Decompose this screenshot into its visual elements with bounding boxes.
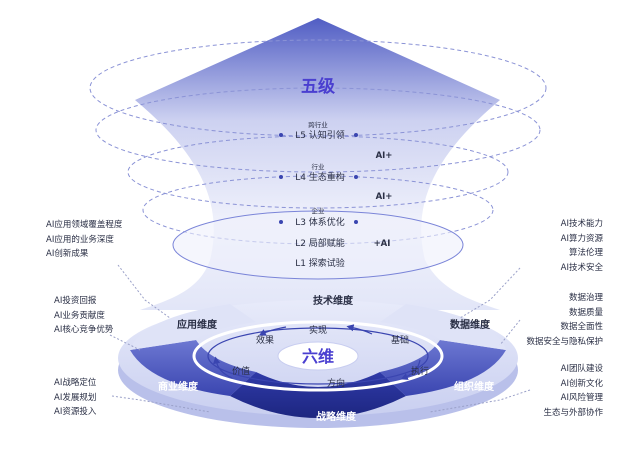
center-six-dimensions: 六维 [302, 347, 334, 366]
note-item: 生态与外部协作 [543, 407, 603, 418]
cycle-arrow [213, 356, 233, 379]
level-5-dot-left [279, 133, 283, 137]
level-3-dot-left [279, 220, 283, 224]
leader-line [499, 319, 521, 346]
level-4-dot-left [279, 175, 283, 179]
cycle-effect: 效果 [256, 334, 274, 346]
notes-data: 数据治理 数据质量 数据全面性 数据安全与隐私保护 [526, 291, 603, 349]
notes-biz: AI投资回报 AI业务贡献度 AI核心竞争优势 [54, 294, 113, 338]
ai-plus-2: AI+ [376, 192, 393, 202]
dimension-strategy: 战略维度 [316, 410, 357, 423]
level-ring-base [172, 210, 464, 280]
note-item: AI业务贡献度 [54, 310, 105, 321]
level-5-dot-right [354, 133, 358, 137]
level-3-label: L3 体系优化 [295, 216, 345, 228]
note-item: AI风险管理 [560, 393, 603, 403]
level-4-label: L4 生态重构 [295, 171, 345, 183]
leader-line [109, 334, 141, 351]
note-item: AI应用领域覆盖程度 [46, 220, 123, 230]
note-item: 数据质量 [568, 307, 603, 318]
notes-org: AI团队建设 AI创新文化 AI风险管理 生态与外部协作 [543, 362, 603, 420]
segment-strategy [230, 372, 406, 418]
level-5-tag: 跨行业 [308, 120, 328, 129]
note-item: AI发展规划 [54, 392, 97, 403]
segment-app [130, 304, 256, 350]
note-item: AI算力资源 [560, 233, 603, 244]
note-item: AI技术安全 [560, 262, 603, 273]
title-five-levels: 五级 [301, 76, 335, 97]
segment-org [380, 340, 506, 396]
note-item: 算法伦理 [568, 248, 603, 258]
note-item: 数据安全与隐私保护 [526, 336, 603, 347]
note-item: AI创新成果 [46, 249, 89, 259]
note-item: 数据治理 [568, 293, 603, 303]
cycle-foundation: 基础 [391, 334, 409, 346]
cycle-arrow [258, 326, 287, 336]
cycle-realize: 实现 [309, 324, 327, 336]
note-item: 数据全面性 [560, 322, 603, 332]
level-4-tag: 行业 [312, 162, 326, 171]
note-item: AI资源投入 [54, 407, 97, 417]
ai-plus-1: AI+ [376, 151, 393, 161]
note-item: AI战略定位 [54, 378, 97, 388]
level-1-label: L1 探索试验 [295, 257, 345, 269]
level-ring-2 [95, 87, 541, 173]
cycle-arrow [400, 359, 421, 380]
level-ring-3 [127, 135, 509, 209]
leader-line [111, 395, 211, 413]
level-3-tag: 企业 [312, 206, 326, 215]
note-item: AI投资回报 [54, 296, 97, 306]
dimension-data: 数据维度 [450, 318, 491, 331]
note-item: AI创新文化 [560, 378, 603, 389]
level-4-dot-right [354, 175, 358, 179]
cycle-execute: 执行 [411, 365, 429, 377]
note-item: AI技术能力 [560, 219, 603, 229]
cycle-arrow [346, 324, 373, 335]
dimension-org: 组织维度 [454, 380, 495, 393]
ai-plus-3: +AI [374, 239, 391, 249]
level-3-dot-right [354, 220, 358, 224]
dimension-app: 应用维度 [177, 318, 218, 331]
cycle-direction: 方向 [327, 377, 345, 389]
cycle-value: 价值 [232, 365, 250, 377]
dimension-biz: 商业维度 [158, 380, 199, 393]
note-item: AI核心竞争优势 [54, 325, 114, 335]
notes-tech: AI技术能力 AI算力资源 算法伦理 AI技术安全 [561, 217, 603, 275]
dimension-tech: 技术维度 [313, 294, 354, 307]
center-oval [277, 341, 359, 371]
segment-data [380, 304, 506, 350]
leader-line [459, 267, 521, 319]
inner-ring-arrows [207, 327, 429, 385]
level-2-label: L2 局部赋能 [295, 237, 345, 249]
leader-line [117, 264, 171, 319]
note-item: AI团队建设 [560, 364, 603, 374]
notes-app: AI应用领域覆盖程度 AI应用的业务深度 AI创新成果 [46, 218, 122, 262]
notes-strategy: AI战略定位 AI发展规划 AI资源投入 [54, 376, 96, 420]
segment-business [130, 340, 256, 396]
level-5-label: L5 认知引领 [295, 129, 345, 141]
note-item: AI应用的业务深度 [46, 234, 114, 245]
inner-ring [192, 320, 444, 392]
